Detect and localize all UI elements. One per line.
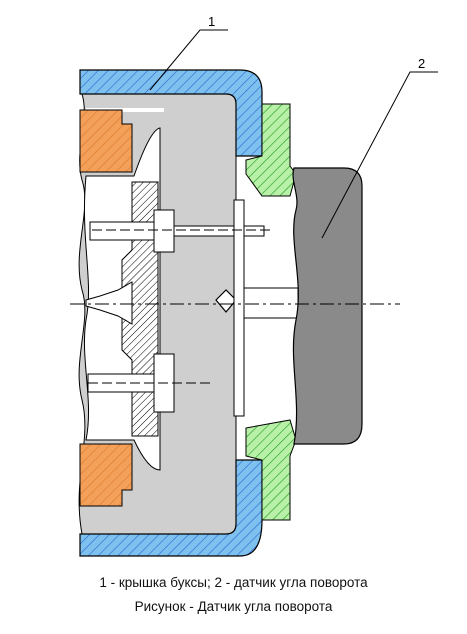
figure-legend: 1 - крышка буксы; 2 - датчик угла поворо… <box>99 575 368 590</box>
callout-1: 1 <box>208 14 215 29</box>
bolt-upper <box>89 209 265 253</box>
shaft-disc <box>121 181 159 437</box>
sensor-flange-top <box>245 103 297 197</box>
angle-sensor-housing <box>292 167 363 445</box>
leader-1 <box>149 29 228 91</box>
bearing-block-bottom <box>79 443 133 507</box>
callout-2: 2 <box>418 56 425 71</box>
upper-gap <box>86 108 164 112</box>
leader-2 <box>321 71 438 239</box>
sensor-plate <box>233 199 245 417</box>
sensor-flange-bottom <box>245 419 297 521</box>
figure-title: Рисунок - Датчик угла поворота <box>134 599 333 614</box>
bearing-block-top <box>79 109 133 173</box>
center-cone <box>85 281 133 325</box>
